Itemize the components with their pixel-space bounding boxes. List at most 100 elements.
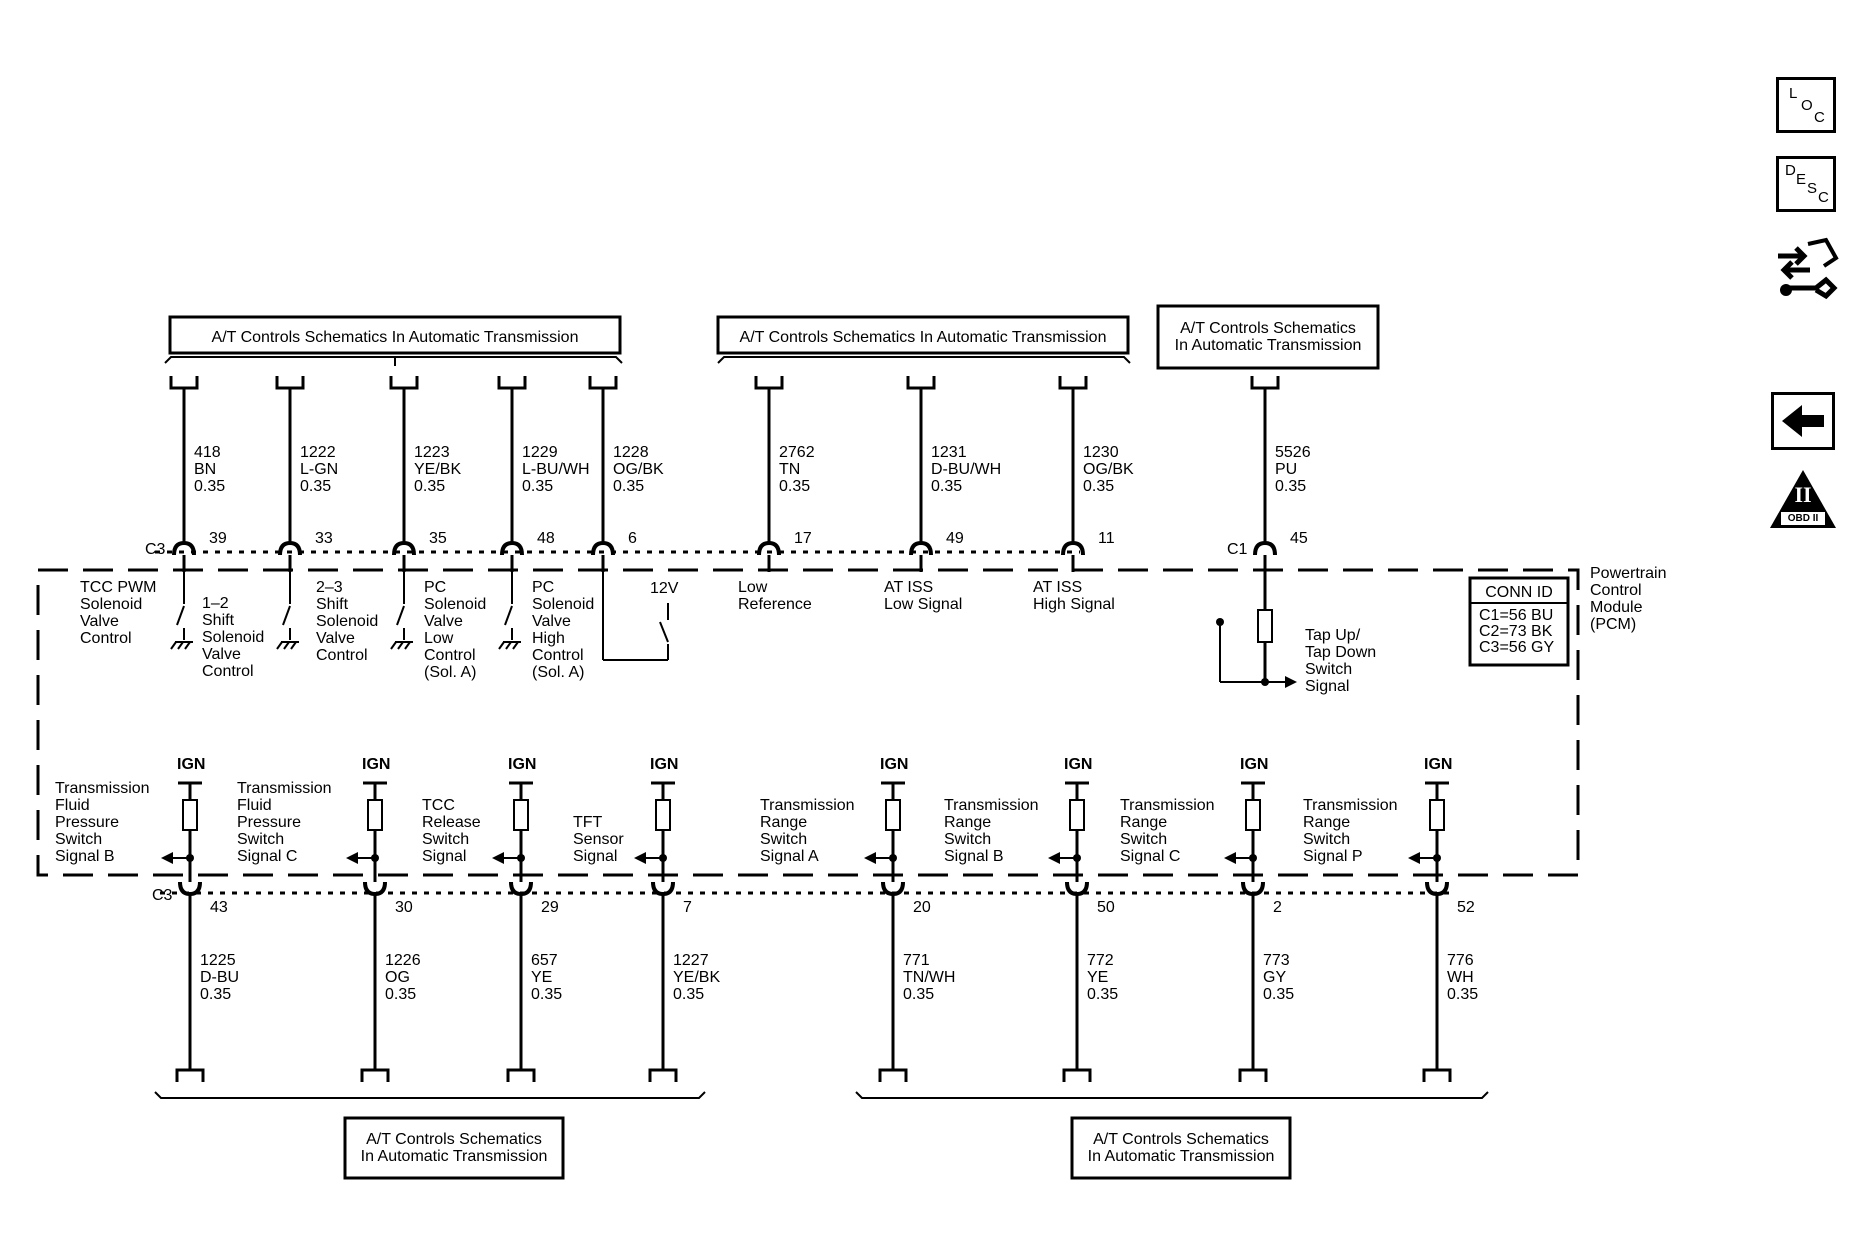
ref-bottom-right-line-2: In Automatic Transmission: [1088, 1148, 1275, 1165]
tcc-pwm-function-line-4: Control: [80, 630, 132, 647]
bottom-wire-657-function-line-2: Release: [422, 814, 481, 831]
tap-arrow: [1285, 676, 1297, 688]
brace-top-left: [164, 356, 623, 364]
bottom-wire-773-pullup-resistor: [1245, 799, 1261, 831]
bottom-wire-771-pin: [881, 881, 905, 897]
bottom-wire-772-pin: [1065, 881, 1089, 897]
top-wire-5526-pin-number: 45: [1290, 530, 1308, 547]
top-wire-1222-gauge: 0.35: [300, 478, 331, 495]
top-wire-1223-circuit: 1223: [414, 444, 450, 461]
pc-low-function-line-3: Valve: [424, 613, 463, 630]
ref-top-right-line-2: In Automatic Transmission: [1175, 337, 1362, 354]
bottom-wire-776-function-line-2: Range: [1303, 814, 1350, 831]
ref-top-right-line-1: A/T Controls Schematics: [1180, 320, 1356, 337]
bottom-wire-776-signal-arrow: [1408, 852, 1420, 864]
top-wire-1230-color: OG/BK: [1083, 461, 1134, 478]
top-wire-1229-circuit: 1229: [522, 444, 558, 461]
pcl-ground: [498, 641, 521, 650]
pch-switch-blade: [659, 621, 669, 643]
loc-letter-1: L: [1789, 85, 1798, 102]
tcc-switch-blade: [176, 605, 185, 626]
bottom-wire-657-pin: [509, 881, 533, 897]
bottom-wire-773-color: GY: [1263, 969, 1286, 986]
at-iss-low-function-line-2: Low Signal: [884, 596, 962, 613]
bottom-wire-776-function-line-1: Transmission: [1303, 797, 1398, 814]
tcc-pwm-function-line-3: Valve: [80, 613, 119, 630]
desc-button[interactable]: D E S C: [1776, 156, 1836, 212]
bottom-wire-771-function-line-2: Range: [760, 814, 807, 831]
ref-box-top-right: [1156, 304, 1380, 370]
bottom-wire-771-function-line-1: Transmission: [760, 797, 855, 814]
bottom-wire-1226-color: OG: [385, 969, 410, 986]
bottom-wire-1225-ign-label: IGN: [177, 756, 205, 773]
top-wire-1229-gauge: 0.35: [522, 478, 553, 495]
bottom-wire-1227-pullup-resistor: [655, 799, 671, 831]
bottom-wire-773-function-line-1: Transmission: [1120, 797, 1215, 814]
obd-ii-button[interactable]: II OBD II: [1768, 468, 1838, 530]
bottom-wire-657-circuit: 657: [531, 952, 558, 969]
bottom-wire-657-color: YE: [531, 969, 552, 986]
bottom-wire-772-function-line-2: Range: [944, 814, 991, 831]
bottom-wire-776-ign-label: IGN: [1424, 756, 1452, 773]
desc-letter-1: D: [1785, 162, 1796, 179]
bottom-wire-1227-function-line-3: Signal: [573, 848, 617, 865]
pc-low-function-line-6: (Sol. A): [424, 664, 476, 681]
bottom-wire-1227-function-line-1: TFT: [573, 814, 603, 831]
at-iss-low-function-line-1: AT ISS: [884, 579, 933, 596]
shift-12-function-line-2: Shift: [202, 612, 235, 629]
c3-bottom-connector-label: C3: [152, 887, 173, 904]
top-wire-1228-gauge: 0.35: [613, 478, 644, 495]
bottom-wire-1226-terminal: [360, 1068, 390, 1082]
pcm-label-line-4: (PCM): [1590, 616, 1636, 633]
pc-high-function-line-1: PC: [532, 579, 554, 596]
desc-letter-2: E: [1796, 171, 1807, 188]
top-wire-1230-pin: [1061, 540, 1085, 556]
pc-high-function-line-3: Valve: [532, 613, 571, 630]
schematic-flow-icon[interactable]: [1774, 236, 1840, 300]
top-wire-1228-circuit: 1228: [613, 444, 649, 461]
desc-letter-4: C: [1818, 189, 1829, 206]
bottom-wire-1225-function-line-5: Signal B: [55, 848, 115, 865]
ref-box-bottom-left: [343, 1116, 565, 1180]
top-wire-418-terminal: [169, 376, 199, 390]
back-button[interactable]: [1771, 392, 1835, 450]
bottom-wire-771-function-line-3: Switch: [760, 831, 807, 848]
bottom-wire-776-gauge: 0.35: [1447, 986, 1478, 1003]
s23-ground: [390, 641, 413, 650]
bottom-wire-1227-circuit: 1227: [673, 952, 709, 969]
shift-12-function-line-1: 1–2: [202, 595, 229, 612]
bottom-wire-771-pullup-resistor: [885, 799, 901, 831]
bottom-wire-773-signal-arrow: [1224, 852, 1236, 864]
bottom-wire-1225-function-line-3: Pressure: [55, 814, 119, 831]
tcc-pwm-function-line-2: Solenoid: [80, 596, 142, 613]
top-wire-1223-color: YE/BK: [414, 461, 461, 478]
shift-23-function-line-2: Shift: [316, 596, 349, 613]
shift-23-function-line-1: 2–3: [316, 579, 343, 596]
ref-bottom-left-line-1: A/T Controls Schematics: [366, 1131, 542, 1148]
top-wire-2762-gauge: 0.35: [779, 478, 810, 495]
back-arrow-icon: [1782, 405, 1824, 437]
top-wire-5526-color: PU: [1275, 461, 1297, 478]
pc-low-function-line-2: Solenoid: [424, 596, 486, 613]
ref-box-top-middle: [716, 315, 1130, 355]
tap-switch-function-line-4: Signal: [1305, 678, 1349, 695]
bottom-wire-1225-circuit: 1225: [200, 952, 236, 969]
bottom-wire-773-pin-number: 2: [1273, 899, 1282, 916]
top-wire-1223-terminal: [389, 376, 419, 390]
bottom-wire-773-ign-label: IGN: [1240, 756, 1268, 773]
low-reference-function-line-2: Reference: [738, 596, 812, 613]
bottom-wire-776-color: WH: [1447, 969, 1474, 986]
bottom-wire-773-function-line-2: Range: [1120, 814, 1167, 831]
bottom-wire-1226-function-line-2: Fluid: [237, 797, 272, 814]
ref-top-left-text: A/T Controls Schematics In Automatic Tra…: [212, 329, 579, 346]
bottom-wire-773-gauge: 0.35: [1263, 986, 1294, 1003]
s12-switch-blade: [282, 605, 291, 626]
brace-bottom-left: [154, 1091, 706, 1099]
top-wire-1222-color: L-GN: [300, 461, 338, 478]
conn-id-entries-line-2: C2=73 BK: [1479, 623, 1553, 640]
bottom-wire-1226-circuit: 1226: [385, 952, 421, 969]
top-wire-1229-pin: [500, 540, 524, 556]
bottom-wire-657-signal-arrow: [492, 852, 504, 864]
tap-switch-function-line-2: Tap Down: [1305, 644, 1376, 661]
loc-button[interactable]: L O C: [1776, 77, 1836, 133]
